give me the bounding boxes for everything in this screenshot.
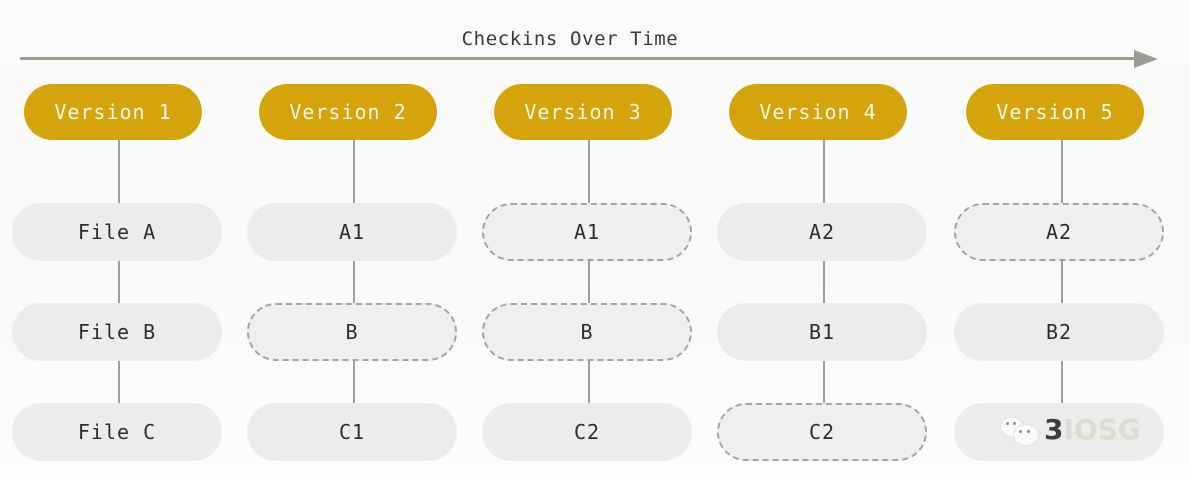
watermark-text: 3IOSG xyxy=(1044,416,1141,444)
version-pill-4[interactable]: Version 4 xyxy=(729,84,907,140)
connector-line xyxy=(353,140,355,458)
file-node-4-1[interactable]: A2 xyxy=(717,203,927,261)
wechat-icon xyxy=(1000,415,1040,446)
file-node-5-3[interactable] xyxy=(954,403,1164,461)
wechat-bubble-front xyxy=(1013,424,1039,446)
file-node-1-2[interactable]: File B xyxy=(12,303,222,361)
file-node-3-1[interactable]: A1 xyxy=(482,203,692,261)
version-column-4: Version 4 A2 B1 C2 xyxy=(717,84,931,474)
file-node-5-1[interactable]: A2 xyxy=(954,203,1164,261)
wechat-dot xyxy=(1013,422,1016,425)
version-column-5: Version 5 A2 B2 xyxy=(954,84,1168,474)
wechat-dot xyxy=(1006,422,1009,425)
file-node-2-3[interactable]: C1 xyxy=(247,403,457,461)
file-node-3-3[interactable]: C2 xyxy=(482,403,692,461)
file-node-4-2[interactable]: B1 xyxy=(717,303,927,361)
version-column-2: Version 2 A1 B C1 xyxy=(247,84,461,474)
version-pill-3[interactable]: Version 3 xyxy=(494,84,672,140)
file-node-2-2[interactable]: B xyxy=(247,303,457,361)
connector-line xyxy=(118,140,120,458)
timeline-axis-line xyxy=(20,57,1137,60)
version-pill-5[interactable]: Version 5 xyxy=(966,84,1144,140)
version-column-1: Version 1 File A File B File C xyxy=(12,84,226,474)
arrow-right-icon xyxy=(1134,50,1158,68)
connector-line xyxy=(823,140,825,458)
file-node-4-3[interactable]: C2 xyxy=(717,403,927,461)
version-pill-1[interactable]: Version 1 xyxy=(24,84,202,140)
wechat-dot xyxy=(1027,430,1030,433)
page-title: Checkins Over Time xyxy=(461,28,679,50)
file-node-1-1[interactable]: File A xyxy=(12,203,222,261)
connector-line xyxy=(1061,140,1063,458)
watermark-rest: IOSG xyxy=(1063,413,1141,446)
file-node-2-1[interactable]: A1 xyxy=(247,203,457,261)
version-column-3: Version 3 A1 B C2 xyxy=(482,84,696,474)
version-columns: Version 1 File A File B File C Version 2… xyxy=(0,84,1190,474)
wechat-dot xyxy=(1019,430,1022,433)
connector-line xyxy=(588,140,590,458)
watermark-lead: 3 xyxy=(1044,413,1064,446)
file-node-1-3[interactable]: File C xyxy=(12,403,222,461)
file-node-5-2[interactable]: B2 xyxy=(954,303,1164,361)
file-node-3-2[interactable]: B xyxy=(482,303,692,361)
timeline-header: Checkins Over Time xyxy=(20,28,1170,72)
watermark: 3IOSG xyxy=(1000,408,1141,452)
version-pill-2[interactable]: Version 2 xyxy=(259,84,437,140)
